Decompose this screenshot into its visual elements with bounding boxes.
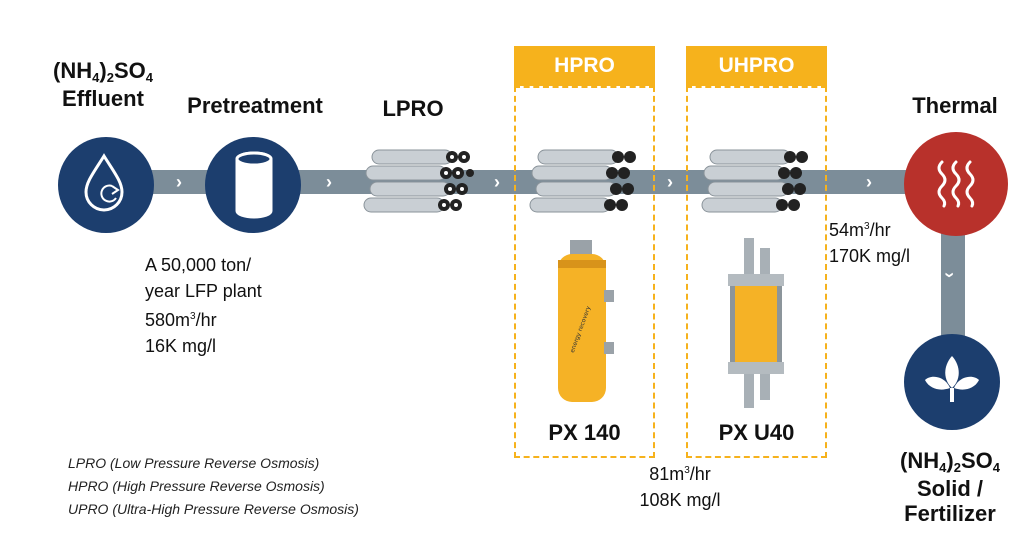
uhpro-header: UHPRO: [686, 46, 827, 86]
product-formula: (NH4)2SO4: [900, 448, 1000, 475]
thermal-title: Thermal: [912, 93, 998, 118]
flow-arrow-icon: ›: [866, 172, 872, 192]
hpro-device-label: PX 140: [548, 420, 621, 445]
uhpro-device-label: PX U40: [718, 420, 795, 445]
hpro-box: [514, 86, 655, 458]
membrane-pipes-icon: [363, 149, 474, 213]
plant-info-line1: A 50,000 ton/: [145, 255, 252, 275]
effluent-formula: (NH4)2SO4: [53, 58, 153, 85]
pretreatment-title: Pretreatment: [187, 93, 323, 118]
thermal-flow-info: 54m3/hr 170K mg/l: [829, 214, 939, 269]
heat-waves-icon: [937, 160, 975, 208]
product-title: (NH4)2SO4 Solid / Fertilizer: [880, 448, 1020, 527]
water-drop-recycle-icon: [84, 153, 124, 212]
thermal-concentration: 170K mg/l: [829, 246, 911, 266]
px140-device-icon: energy recovery: [558, 240, 614, 402]
flow-arrow-icon: ›: [667, 172, 673, 192]
flow-arrow-icon: ›: [940, 272, 960, 278]
membrane-pipes-icon: [529, 149, 636, 213]
leaf-icon: [925, 356, 979, 402]
legend-item: LPRO (Low Pressure Reverse Osmosis): [68, 455, 320, 471]
mid-flow-info: 81m3/hr 108K mg/l: [600, 458, 760, 513]
legend-item: HPRO (High Pressure Reverse Osmosis): [68, 478, 325, 494]
legend-item: UPRO (Ultra-High Pressure Reverse Osmosi…: [68, 501, 359, 517]
flow-arrow-icon: ›: [326, 172, 332, 192]
product-label-line3: Fertilizer: [904, 501, 996, 527]
lpro-title: LPRO: [382, 96, 444, 121]
thermal-flow-rate: 54m3/hr: [829, 220, 891, 240]
effluent-label: Effluent: [62, 85, 144, 111]
effluent-title: (NH4)2SO4 Effluent: [38, 58, 168, 111]
product-label-line2: Solid /: [917, 475, 983, 501]
plant-info: A 50,000 ton/ year LFP plant 580m3/hr 16…: [145, 252, 345, 359]
plant-info-line2: year LFP plant: [145, 281, 262, 301]
effluent-node: [58, 137, 154, 233]
flow-arrow-icon: ›: [176, 172, 182, 192]
legend: LPRO (Low Pressure Reverse Osmosis) HPRO…: [68, 452, 468, 521]
mid-concentration: 108K mg/l: [639, 490, 721, 510]
cylinder-icon: [235, 151, 273, 219]
plant-flow-rate: 580m3/hr: [145, 310, 217, 330]
membrane-pipes-icon: [701, 149, 808, 213]
pxu40-device-icon: [728, 238, 784, 408]
plant-concentration: 16K mg/l: [145, 336, 217, 356]
uhpro-box: [686, 86, 827, 458]
hpro-header: HPRO: [514, 46, 655, 86]
mid-flow-rate: 81m3/hr: [649, 464, 711, 484]
flow-arrow-icon: ›: [494, 172, 500, 192]
